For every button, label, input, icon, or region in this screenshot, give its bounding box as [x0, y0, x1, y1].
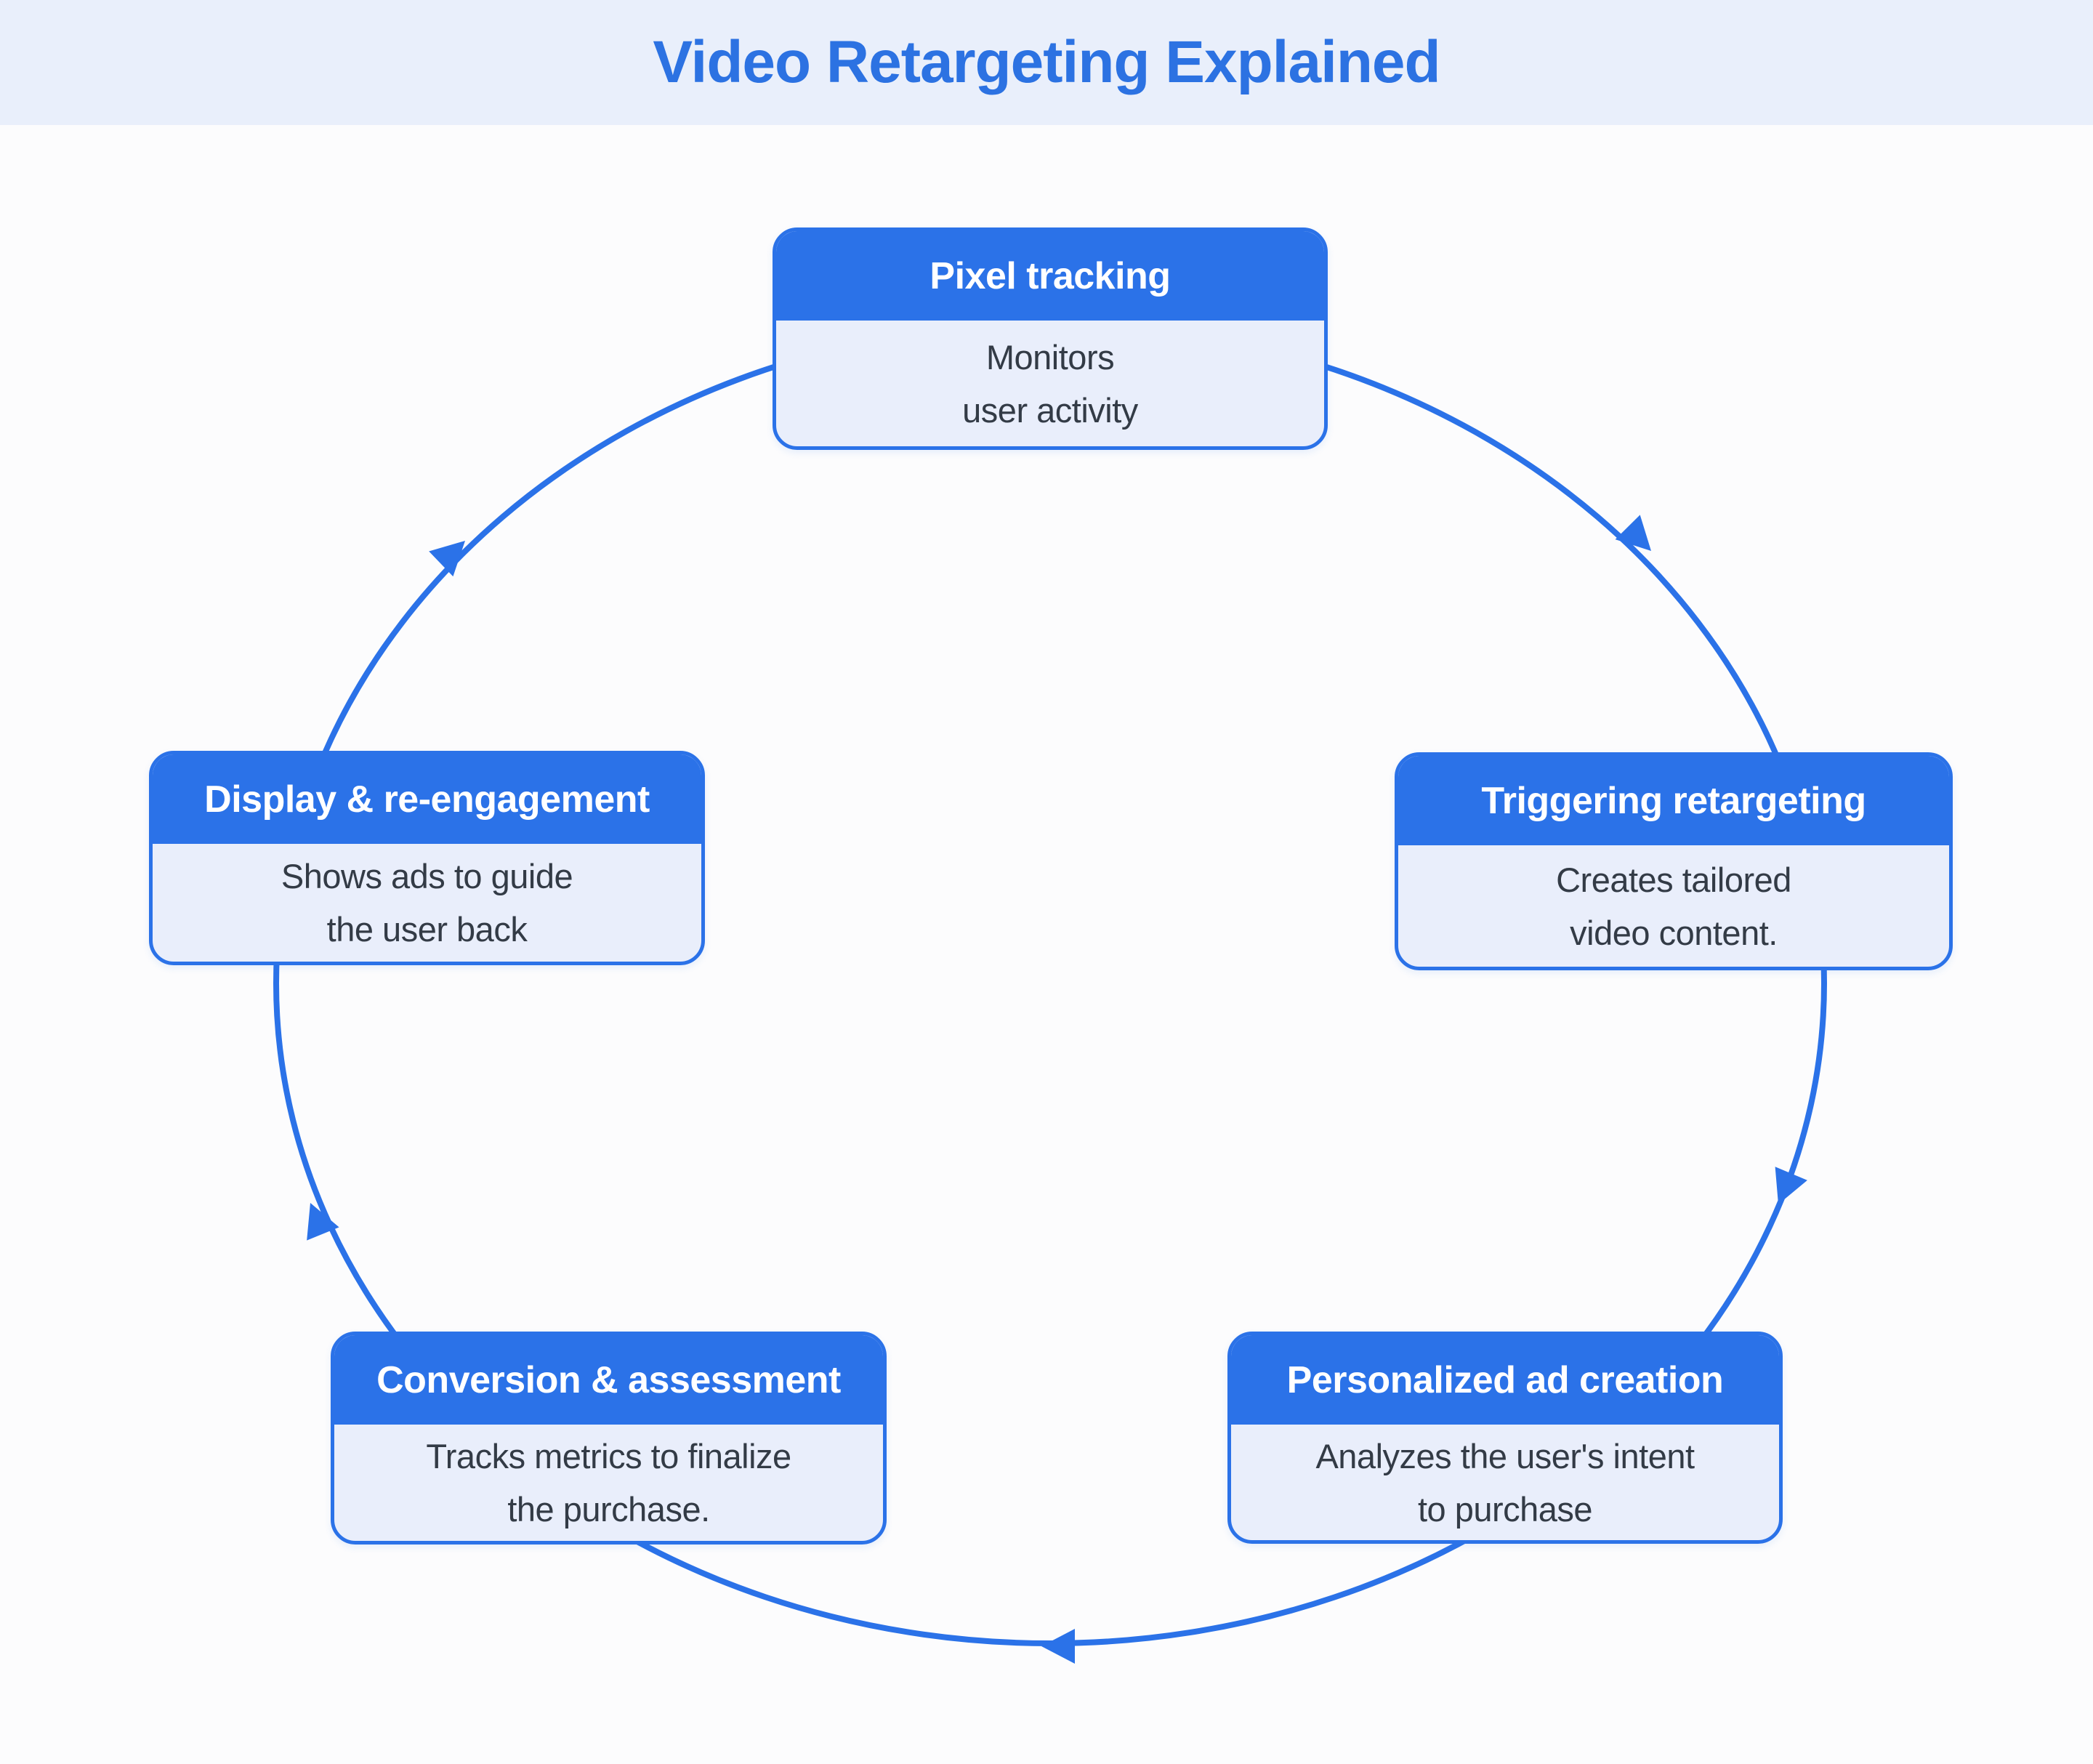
- node-title: Pixel tracking: [776, 231, 1324, 321]
- node-description-line: video content.: [1570, 913, 1778, 952]
- node-title: Conversion & assessment: [334, 1335, 883, 1425]
- node-description-line: Analyzes the user's intent: [1315, 1436, 1695, 1475]
- node-description-line: Tracks metrics to finalize: [426, 1437, 791, 1475]
- title-banner: Video Retargeting Explained: [0, 0, 2093, 125]
- page-title: Video Retargeting Explained: [653, 29, 1440, 95]
- node-description: Shows ads to guide the user back: [153, 844, 701, 962]
- flow-arrowhead-top-left: [429, 541, 465, 577]
- node-triggering-retargeting: Triggering retargeting Creates tailored …: [1395, 752, 1953, 970]
- node-display-re-engagement: Display & re-engagement Shows ads to gui…: [149, 751, 705, 965]
- node-description-line: user activity: [962, 390, 1138, 430]
- node-description-line: Shows ads to guide: [281, 857, 573, 895]
- node-description-line: the user back: [326, 910, 528, 949]
- node-pixel-tracking: Pixel tracking Monitors user activity: [773, 227, 1328, 450]
- node-title: Triggering retargeting: [1398, 756, 1949, 845]
- node-description-line: Creates tailored: [1556, 860, 1791, 899]
- node-title: Display & re-engagement: [153, 754, 701, 844]
- node-personalized-ad-creation: Personalized ad creation Analyzes the us…: [1227, 1332, 1783, 1544]
- node-conversion-assessment: Conversion & assessment Tracks metrics t…: [331, 1332, 887, 1544]
- node-description-line: to purchase: [1417, 1489, 1593, 1529]
- node-title: Personalized ad creation: [1231, 1335, 1779, 1425]
- flow-arrowhead-right: [1775, 1167, 1807, 1204]
- flow-arrowhead-bottom: [1041, 1629, 1075, 1664]
- node-description-line: the purchase.: [507, 1490, 710, 1529]
- node-description-line: Monitors: [985, 337, 1115, 376]
- node-description: Analyzes the user's intent to purchase: [1231, 1425, 1779, 1540]
- flow-arrowhead-top-right: [1615, 515, 1651, 551]
- node-description: Creates tailored video content.: [1398, 845, 1949, 967]
- flow-arrowhead-left: [307, 1203, 339, 1241]
- node-description: Tracks metrics to finalize the purchase.: [334, 1425, 883, 1541]
- node-description: Monitors user activity: [776, 321, 1324, 446]
